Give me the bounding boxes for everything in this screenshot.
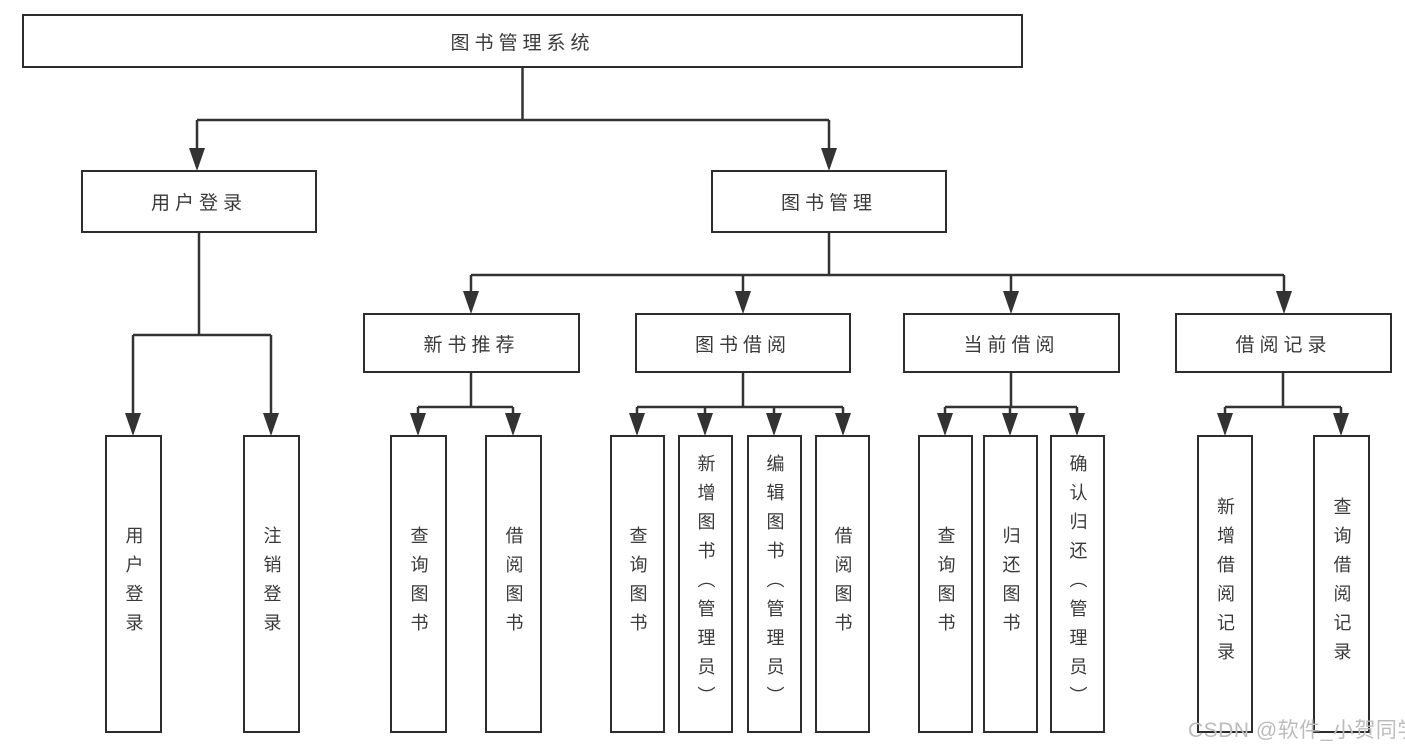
node-label: 图书借阅 xyxy=(694,334,791,356)
leaf-query-books: 查询图书 xyxy=(390,435,447,733)
node-label: 新书推荐 xyxy=(423,334,520,356)
node-label: 借阅图书 xyxy=(503,526,524,642)
node-label: 查询借阅记录 xyxy=(1331,497,1352,671)
node-label: 归还图书 xyxy=(1000,526,1021,642)
leaf-borrow-books: 借阅图书 xyxy=(815,435,870,733)
node-book-management: 图书管理 xyxy=(711,170,947,233)
node-label: 查询图书 xyxy=(935,526,956,642)
node-label: 图书管理系统 xyxy=(450,32,595,54)
arrowheads xyxy=(125,148,1349,436)
leaf-query-books: 查询图书 xyxy=(610,435,665,733)
leaf-add-books-admin: 新增图书（管理员） xyxy=(678,435,733,733)
node-label: 查询图书 xyxy=(408,526,429,642)
leaf-add-borrowing-record: 新增借阅记录 xyxy=(1197,435,1253,733)
leaf-logout: 注销登录 xyxy=(243,435,300,733)
leaf-query-books: 查询图书 xyxy=(918,435,973,733)
leaf-confirm-return-admin: 确认归还（管理员） xyxy=(1050,435,1105,733)
node-label: 查询图书 xyxy=(627,526,648,642)
node-current-borrowing: 当前借阅 xyxy=(903,313,1120,373)
node-user-login: 用户登录 xyxy=(81,170,317,233)
leaf-query-borrowing-record: 查询借阅记录 xyxy=(1313,435,1370,733)
node-label: 用户登录 xyxy=(150,193,247,214)
node-book-borrowing: 图书借阅 xyxy=(635,313,851,373)
node-label: 当前借阅 xyxy=(963,334,1060,356)
node-label: 新增借阅记录 xyxy=(1215,497,1235,671)
leaf-return-books: 归还图书 xyxy=(983,435,1038,733)
leaf-user-login: 用户登录 xyxy=(105,435,162,733)
node-label: 借阅记录 xyxy=(1235,334,1332,356)
node-label: 图书管理 xyxy=(780,193,877,214)
node-new-book-recommendation: 新书推荐 xyxy=(363,313,580,373)
node-library-management-system: 图书管理系统 xyxy=(22,14,1023,68)
leaf-borrow-books: 借阅图书 xyxy=(485,435,542,733)
node-borrowing-records: 借阅记录 xyxy=(1175,313,1392,373)
node-label: 编辑图书（管理员） xyxy=(764,453,785,715)
node-label: 借阅图书 xyxy=(832,526,853,642)
node-label: 用户登录 xyxy=(123,526,144,642)
leaf-edit-books-admin: 编辑图书（管理员） xyxy=(747,435,802,733)
node-label: 新增图书（管理员） xyxy=(695,453,716,715)
csdn-watermark: CSDN @软件_小贺同学 xyxy=(1188,719,1405,742)
node-label: 确认归还（管理员） xyxy=(1067,453,1088,715)
node-label: 注销登录 xyxy=(261,526,282,642)
